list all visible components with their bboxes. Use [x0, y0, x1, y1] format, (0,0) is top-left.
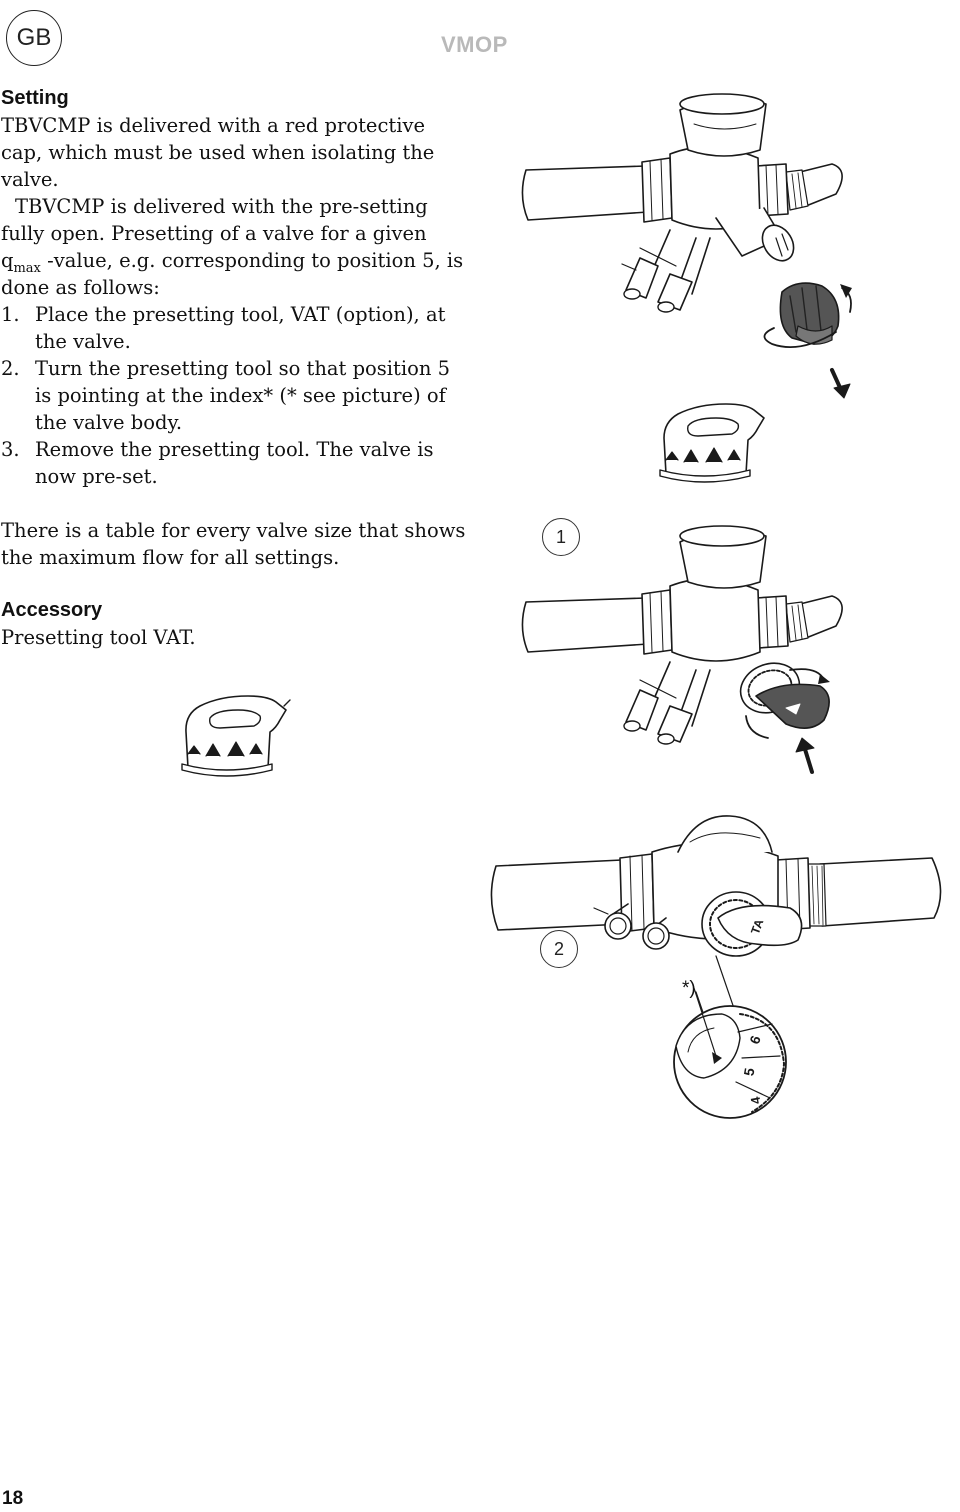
step-item: 3. Remove the presetting tool. The valve …	[1, 436, 471, 490]
accessory-text: Presetting tool VAT.	[1, 626, 196, 649]
flow-table-note: There is a table for every valve size th…	[1, 519, 466, 569]
step-item: 2. Turn the presetting tool so that posit…	[1, 355, 471, 436]
accessory-heading: Accessory	[1, 599, 103, 621]
qmax-subscript: max	[13, 261, 41, 276]
setting-presetting-paragraph: TBVCMP is delivered with the pre-setting…	[1, 193, 471, 301]
figure-callout-2: 2	[540, 930, 578, 968]
valve-figure-tool-approach	[521, 93, 852, 483]
presetting-text-start: TBVCMP is delivered with the pre-setting…	[1, 195, 428, 272]
step-item: 1. Place the presetting tool, VAT (option…	[1, 301, 471, 355]
language-badge: GB	[6, 10, 62, 66]
valve-figure-index-detail: TA 6 5 4	[490, 815, 942, 1119]
step-text: Remove the presetting tool. The valve is…	[35, 438, 434, 488]
setting-heading: Setting	[1, 87, 69, 109]
presetting-text-end: -value, e.g. corresponding to position 5…	[1, 249, 464, 299]
step-text: Place the presetting tool, VAT (option),…	[35, 303, 446, 353]
tool-ta-logo: TA	[748, 917, 766, 936]
presetting-tool-illustration	[181, 695, 291, 777]
text-column: Setting TBVCMP is delivered with a red p…	[1, 86, 471, 651]
valve-figure-tool-mounted	[521, 525, 843, 774]
index-marker-label: *)	[682, 978, 696, 999]
step-text: Turn the presetting tool so that positio…	[35, 357, 451, 434]
step-number: 3.	[1, 438, 20, 461]
setting-intro: TBVCMP is delivered with a red protectiv…	[1, 114, 435, 191]
dial-number-4: 4	[747, 1095, 763, 1105]
document-code: VMOP	[441, 32, 508, 57]
dial-number-5: 5	[740, 1066, 757, 1077]
step-number: 1.	[1, 303, 20, 326]
page-number: 18	[2, 1488, 24, 1509]
step-number: 2.	[1, 357, 20, 380]
setting-steps-list: 1. Place the presetting tool, VAT (option…	[1, 301, 471, 490]
figure-callout-1: 1	[542, 518, 580, 556]
